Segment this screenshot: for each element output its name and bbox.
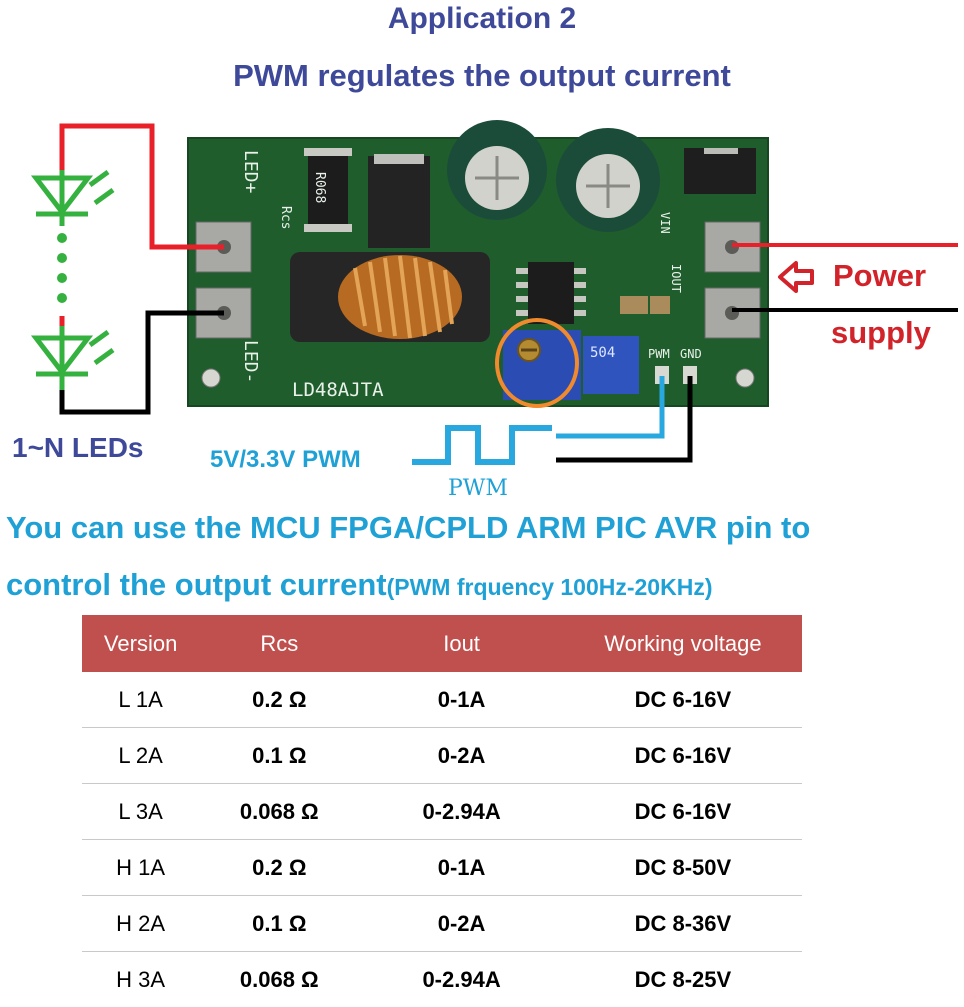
cell-iout: 0-1A xyxy=(359,672,563,728)
led-icon-bottom xyxy=(36,316,113,390)
led-chain-dots xyxy=(57,233,67,303)
pwm-waveform-icon xyxy=(412,428,552,462)
cell-rcs: 0.1 Ω xyxy=(199,896,359,952)
cell-voltage: DC 8-50V xyxy=(564,840,802,896)
table-row: H 2A 0.1 Ω 0-2A DC 8-36V xyxy=(82,896,802,952)
supply-label: supply xyxy=(831,315,931,351)
caption-main: control the output current xyxy=(6,567,387,602)
cell-rcs: 0.1 Ω xyxy=(199,728,359,784)
cell-iout: 0-2.94A xyxy=(359,784,563,840)
cell-rcs: 0.068 Ω xyxy=(199,952,359,1007)
cell-iout: 0-1A xyxy=(359,840,563,896)
leds-label: 1~N LEDs xyxy=(12,432,144,464)
header-version: Version xyxy=(82,615,199,672)
cell-version: H 2A xyxy=(82,896,199,952)
version-spec-table: Version Rcs Iout Working voltage L 1A 0.… xyxy=(82,615,802,1007)
header-working-voltage: Working voltage xyxy=(564,615,802,672)
cell-voltage: DC 6-16V xyxy=(564,672,802,728)
cell-version: L 2A xyxy=(82,728,199,784)
table-row: L 2A 0.1 Ω 0-2A DC 6-16V xyxy=(82,728,802,784)
caption-line-1: You can use the MCU FPGA/CPLD ARM PIC AV… xyxy=(6,510,810,546)
table-header-row: Version Rcs Iout Working voltage xyxy=(82,615,802,672)
circuit-diagram: LED+ LED- Rcs R068 VIN IOUT 504 PWM GND … xyxy=(0,0,964,510)
silk-rcs: Rcs xyxy=(278,206,293,229)
cell-iout: 0-2A xyxy=(359,728,563,784)
power-label: Power xyxy=(833,258,926,294)
silk-iout: IOUT xyxy=(669,264,683,293)
cell-rcs: 0.2 Ω xyxy=(199,672,359,728)
pwm-waveform-label: PWM xyxy=(448,476,508,501)
capacitor-left xyxy=(447,120,547,220)
led-icon-top xyxy=(36,170,113,226)
silk-led-plus: LED+ xyxy=(240,150,261,194)
silk-gnd-pin: GND xyxy=(680,347,702,361)
smd-diode-top xyxy=(684,148,756,194)
cell-voltage: DC 8-25V xyxy=(564,952,802,1007)
table-row: L 1A 0.2 Ω 0-1A DC 6-16V xyxy=(82,672,802,728)
silk-pwm-pin: PWM xyxy=(648,347,670,361)
cell-version: H 1A xyxy=(82,840,199,896)
arrow-left-icon xyxy=(780,263,812,291)
cell-voltage: DC 6-16V xyxy=(564,784,802,840)
cell-iout: 0-2A xyxy=(359,896,563,952)
cell-voltage: DC 8-36V xyxy=(564,896,802,952)
table-row: H 3A 0.068 Ω 0-2.94A DC 8-25V xyxy=(82,952,802,1007)
cell-version: L 1A xyxy=(82,672,199,728)
inductor xyxy=(290,252,490,342)
header-rcs: Rcs xyxy=(199,615,359,672)
silk-vin: VIN xyxy=(658,212,672,234)
silk-model: LD48AJTA xyxy=(292,379,384,401)
cell-rcs: 0.068 Ω xyxy=(199,784,359,840)
terminal-vin-minus xyxy=(705,288,760,338)
caption-line-2: control the output current(PWM frquency … xyxy=(6,567,712,603)
silk-pot-value: 504 xyxy=(590,345,615,361)
table-row: H 1A 0.2 Ω 0-1A DC 8-50V xyxy=(82,840,802,896)
cell-voltage: DC 6-16V xyxy=(564,728,802,784)
schottky-diode xyxy=(368,156,430,248)
header-iout: Iout xyxy=(359,615,563,672)
cell-rcs: 0.2 Ω xyxy=(199,840,359,896)
cell-iout: 0-2.94A xyxy=(359,952,563,1007)
table-row: L 3A 0.068 Ω 0-2.94A DC 6-16V xyxy=(82,784,802,840)
cell-version: H 3A xyxy=(82,952,199,1007)
capacitor-right xyxy=(556,128,660,232)
pwm-input-label: 5V/3.3V PWM xyxy=(210,446,361,474)
silk-resistor-value: R068 xyxy=(312,172,327,203)
caption-frequency-note: (PWM frquency 100Hz-20KHz) xyxy=(387,574,713,600)
silk-led-minus: LED- xyxy=(240,340,261,383)
cell-version: L 3A xyxy=(82,784,199,840)
